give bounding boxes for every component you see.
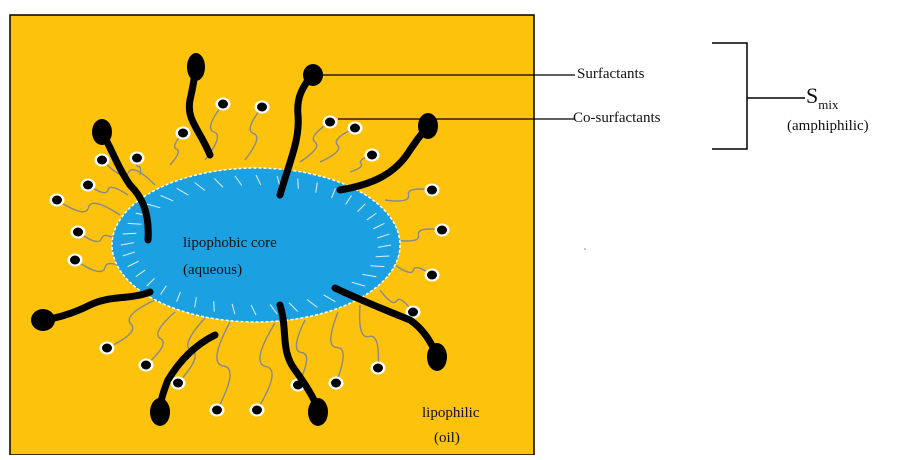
surfactants-label: Surfactants — [577, 66, 645, 82]
co-surfactant-head — [52, 196, 62, 205]
oil-label-line1: lipophilic — [422, 405, 480, 421]
oil-label-line2: (oil) — [434, 430, 460, 446]
co-surfactant-head — [73, 228, 83, 237]
co-surfactant-head — [218, 100, 228, 109]
co-surfactant-head — [212, 406, 222, 415]
co-surfactant-head — [97, 156, 107, 165]
co-surfactants-label: Co-surfactants — [573, 110, 661, 126]
core-edge-tick — [298, 178, 299, 188]
core-label-line2: (aqueous) — [183, 262, 242, 278]
surfactant-head — [150, 398, 170, 426]
co-surfactant-head — [427, 271, 437, 280]
co-surfactant-head — [373, 364, 383, 373]
surfactant-head — [31, 309, 55, 331]
smix-bracket — [712, 43, 747, 149]
surfactant-head — [427, 343, 447, 371]
co-surfactant-head — [141, 361, 151, 370]
surfactant-head — [187, 53, 205, 81]
co-surfactant-head — [437, 226, 447, 235]
co-surfactant-head — [350, 124, 360, 133]
core-edge-tick — [214, 301, 215, 311]
surfactant-head — [92, 119, 112, 145]
co-surfactant-head — [70, 256, 80, 265]
co-surfactant-head — [132, 154, 142, 163]
core-label-line1: lipophobic core — [183, 235, 277, 251]
co-surfactant-head — [367, 151, 377, 160]
smix-label: Smix — [806, 83, 839, 112]
smix-label-main: S — [806, 83, 818, 108]
stray-dot — [584, 248, 586, 250]
surfactant-head — [308, 398, 328, 426]
co-surfactant-head — [83, 181, 93, 190]
co-surfactant-head — [257, 103, 267, 112]
smix-description: (amphiphilic) — [787, 118, 869, 134]
co-surfactant-head — [178, 129, 188, 138]
surfactant-head — [418, 113, 438, 139]
co-surfactant-head — [408, 308, 418, 317]
co-surfactant-head — [252, 406, 262, 415]
smix-label-subscript: mix — [818, 97, 839, 112]
co-surfactant-head — [173, 379, 183, 388]
co-surfactant-head — [102, 344, 112, 353]
co-surfactant-head — [325, 118, 335, 127]
co-surfactant-head — [427, 186, 437, 195]
co-surfactant-head — [331, 379, 341, 388]
